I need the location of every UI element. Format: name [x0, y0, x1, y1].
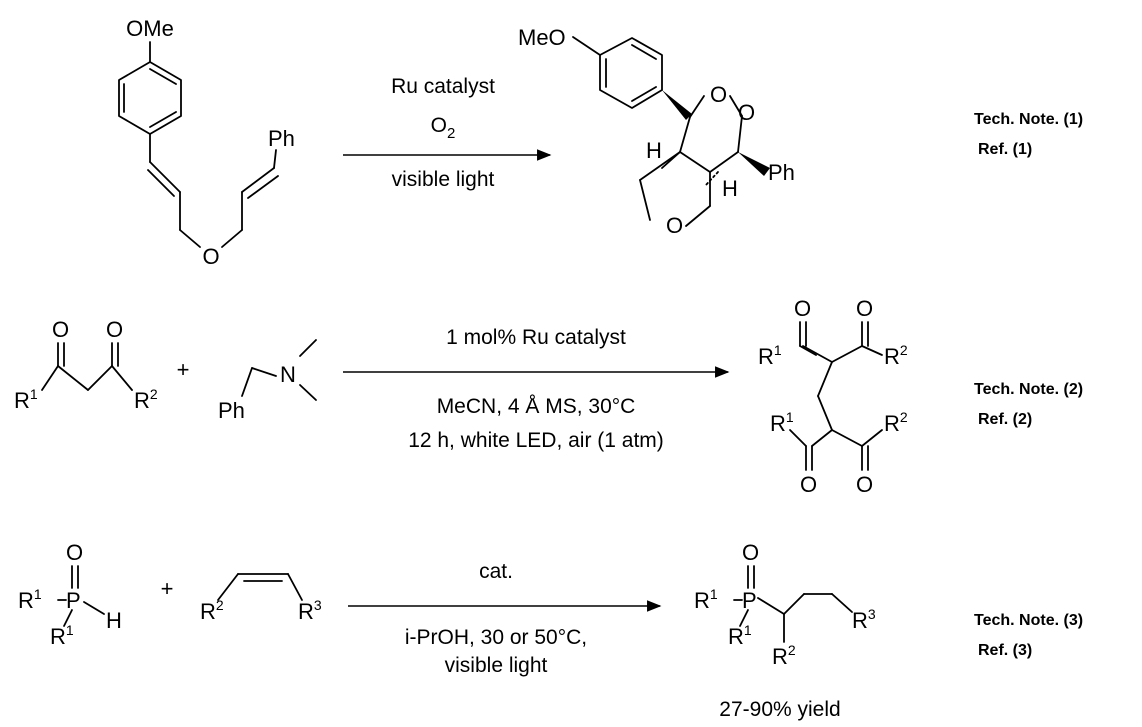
- tech-note-2: Tech. Note. (2): [974, 381, 1083, 398]
- ether-oxygen-label: O: [202, 244, 219, 269]
- product-oxygen-bottom-2: O: [856, 472, 873, 497]
- reaction-1-starting-material: OMe Ph O: [118, 16, 295, 269]
- wedge-bond: [738, 152, 770, 176]
- reaction-3-conditions: cat. i-PrOH, 30 or 50°C, visible light: [348, 560, 662, 677]
- plus-sign-2: +: [177, 357, 190, 382]
- amine-phenyl-label: Ph: [218, 398, 245, 423]
- product-r1-b: R1: [728, 622, 752, 649]
- reaction-3-light: visible light: [445, 654, 548, 677]
- plus-sign-3: +: [161, 576, 174, 601]
- reaction-1-light: visible light: [392, 168, 495, 191]
- phosphine-oxygen-label: O: [66, 540, 83, 565]
- phosphine-h-label: H: [106, 608, 122, 633]
- product-methoxy-label: MeO: [518, 25, 566, 50]
- reaction-2-time-light: 12 h, white LED, air (1 atm): [408, 429, 664, 452]
- product-r1-top: R1: [758, 342, 782, 369]
- reaction-1: OMe Ph O Ru catalyst O2 visible light: [118, 16, 1083, 269]
- product-r3: R3: [852, 606, 876, 633]
- diketone-r1: R1: [14, 386, 38, 413]
- diketone-oxygen-1: O: [52, 317, 69, 342]
- product-phosphoryl-oxygen: O: [742, 540, 759, 565]
- phosphine-r1-b: R1: [50, 622, 74, 649]
- alkene-r2: R2: [200, 597, 224, 624]
- reaction-2: O O R1 R2 + Ph N 1 mol% Ru catalyst MeCN…: [14, 296, 1083, 497]
- reaction-3-alkene: R2 R3: [200, 573, 322, 624]
- alkene-r3: R3: [298, 597, 322, 624]
- reaction-1-conditions: Ru catalyst O2 visible light: [343, 75, 552, 191]
- reaction-2-product: O O R1 R2 R1 R2 O O: [758, 296, 908, 497]
- reaction-3-catalyst: cat.: [479, 560, 513, 583]
- wedge-bond: [662, 90, 692, 120]
- product-oxygen-bottom-1: O: [800, 472, 817, 497]
- ring-oxygen-label: O: [666, 213, 683, 238]
- product-phenyl-label: Ph: [768, 160, 795, 185]
- reaction-3-yield: 27-90% yield: [719, 698, 840, 721]
- tech-note-1: Tech. Note. (1): [974, 111, 1083, 128]
- phosphine-p-label: P: [66, 588, 81, 613]
- peroxide-oxygen-1: O: [710, 82, 727, 107]
- product-r2-bottom: R2: [884, 409, 908, 436]
- tech-note-3: Tech. Note. (3): [974, 612, 1083, 629]
- product-oxygen-top-2: O: [856, 296, 873, 321]
- reaction-2-solvent: MeCN, 4 Å MS, 30°C: [437, 395, 636, 418]
- reaction-3: O P H R1 R1 + R2 R3 cat. i-PrOH, 30 or 5…: [18, 540, 1083, 721]
- reaction-2-conditions: 1 mol% Ru catalyst MeCN, 4 Å MS, 30°C 12…: [343, 326, 730, 452]
- diketone-r2: R2: [134, 386, 158, 413]
- hydrogen-label-2: H: [722, 176, 738, 201]
- reaction-1-catalyst: Ru catalyst: [391, 75, 495, 98]
- peroxide-oxygen-2: O: [738, 100, 755, 125]
- product-r2: R2: [772, 642, 796, 669]
- hydrogen-label-1: H: [646, 138, 662, 163]
- reaction-3-phosphine-oxide: O P H R1 R1: [18, 540, 122, 649]
- methoxy-label: OMe: [126, 16, 174, 41]
- reaction-1-oxygen: O2: [431, 114, 456, 142]
- phenyl-label: Ph: [268, 126, 295, 151]
- product-p-label: P: [742, 588, 757, 613]
- product-r2-top: R2: [884, 342, 908, 369]
- product-oxygen-top-1: O: [794, 296, 811, 321]
- ref-2: Ref. (2): [978, 411, 1032, 428]
- phosphine-r1-a: R1: [18, 586, 42, 613]
- product-r1-bottom: R1: [770, 409, 794, 436]
- ref-3: Ref. (3): [978, 642, 1032, 659]
- reaction-1-product: MeO O O O H H Ph: [518, 25, 795, 238]
- reaction-2-amine: Ph N: [218, 339, 317, 423]
- reaction-2-diketone: O O R1 R2: [14, 317, 158, 413]
- amine-nitrogen-label: N: [280, 362, 296, 387]
- ref-1: Ref. (1): [978, 141, 1032, 158]
- reaction-3-solvent: i-PrOH, 30 or 50°C,: [405, 626, 587, 649]
- product-r1-a: R1: [694, 586, 718, 613]
- diketone-oxygen-2: O: [106, 317, 123, 342]
- reaction-3-product: O P R1 R1 R2 R3: [694, 540, 876, 669]
- reaction-2-catalyst: 1 mol% Ru catalyst: [446, 326, 626, 349]
